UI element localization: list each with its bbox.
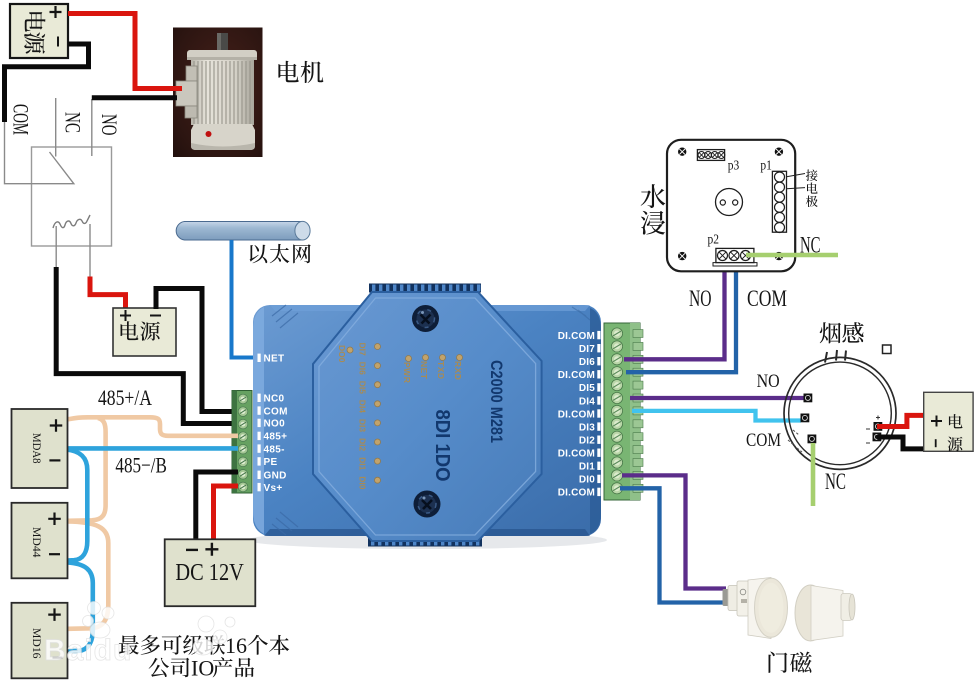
svg-text:Vs+: Vs+ xyxy=(264,483,283,494)
svg-text:DI5: DI5 xyxy=(358,381,368,395)
svg-text:DI.COM: DI.COM xyxy=(558,331,595,342)
svg-text:Baidu: Baidu xyxy=(44,634,132,667)
svg-text:p1: p1 xyxy=(760,159,772,174)
svg-text:DI4: DI4 xyxy=(358,400,368,414)
svg-text:485+: 485+ xyxy=(264,432,288,443)
svg-text:8DI 1DO: 8DI 1DO xyxy=(431,410,454,482)
svg-text:COM: COM xyxy=(747,286,787,311)
svg-text:NC: NC xyxy=(800,233,821,258)
svg-text:485+/A: 485+/A xyxy=(98,385,152,410)
svg-text:p2: p2 xyxy=(708,233,720,248)
svg-text:MD16: MD16 xyxy=(30,628,44,659)
svg-text:485−/B: 485−/B xyxy=(115,453,166,478)
svg-text:NC: NC xyxy=(61,112,86,133)
svg-text:NET: NET xyxy=(419,361,429,380)
svg-text:RXD: RXD xyxy=(453,361,463,380)
svg-text:GND: GND xyxy=(264,471,287,482)
svg-text:COM: COM xyxy=(9,104,34,135)
svg-text:DI7: DI7 xyxy=(579,344,595,355)
svg-text:PE: PE xyxy=(264,457,278,468)
svg-text:NO0: NO0 xyxy=(264,419,286,430)
svg-text:DI2: DI2 xyxy=(358,438,368,452)
svg-text:16: 16 xyxy=(225,633,247,658)
svg-text:COM: COM xyxy=(264,406,288,417)
svg-text:DI1: DI1 xyxy=(358,457,368,471)
svg-text:IO: IO xyxy=(191,656,214,681)
svg-text:p3: p3 xyxy=(728,159,740,174)
svg-text:TXD: TXD xyxy=(436,361,446,380)
svg-text:DI6: DI6 xyxy=(579,357,595,368)
svg-text:DI7: DI7 xyxy=(358,343,368,357)
svg-text:DI0: DI0 xyxy=(579,475,595,486)
svg-text:NO: NO xyxy=(689,286,712,311)
svg-text:DI3: DI3 xyxy=(579,422,595,433)
svg-text:C2000 M281: C2000 M281 xyxy=(487,360,506,443)
svg-text:MD44: MD44 xyxy=(30,527,44,558)
svg-text:NET: NET xyxy=(264,354,285,365)
svg-text:NC: NC xyxy=(825,469,846,494)
svg-text:DI2: DI2 xyxy=(579,436,595,447)
svg-text:DI.COM: DI.COM xyxy=(558,370,595,381)
svg-text:DI4: DI4 xyxy=(579,396,595,407)
svg-text:PWR: PWR xyxy=(402,362,412,383)
svg-text:MDA8: MDA8 xyxy=(30,433,44,464)
svg-text:NC0: NC0 xyxy=(264,394,285,405)
svg-text:DI1: DI1 xyxy=(579,462,595,473)
svg-text:DI6: DI6 xyxy=(358,362,368,376)
svg-text:DI5: DI5 xyxy=(579,383,595,394)
svg-text:COM: COM xyxy=(746,430,781,451)
svg-text:DO0: DO0 xyxy=(337,345,347,363)
svg-text:DI3: DI3 xyxy=(358,419,368,433)
svg-text:DI0: DI0 xyxy=(358,476,368,490)
svg-text:DC 12V: DC 12V xyxy=(175,559,244,586)
svg-text:DI.COM: DI.COM xyxy=(558,449,595,460)
svg-text:NO: NO xyxy=(757,371,780,392)
svg-text:485-: 485- xyxy=(264,444,285,455)
svg-text:DI.COM: DI.COM xyxy=(558,409,595,420)
svg-text:NO: NO xyxy=(97,114,122,136)
svg-text:DI.COM: DI.COM xyxy=(558,488,595,499)
